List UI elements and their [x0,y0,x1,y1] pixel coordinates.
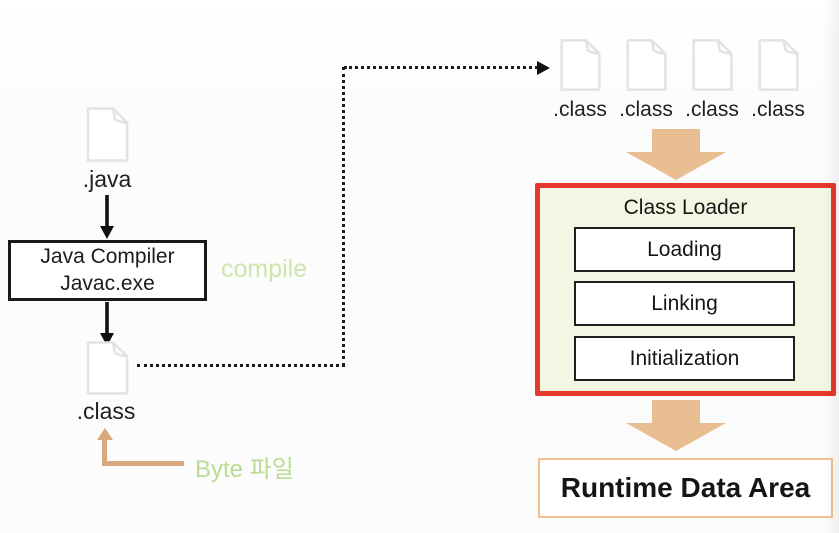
class-file-icon [625,39,667,91]
arrow-down-icon [100,195,114,239]
class-file-item: .class [548,38,612,122]
class-file-icon [86,341,129,395]
class-file-item: .class [614,38,678,122]
compiler-line2: Javac.exe [60,271,155,295]
byte-pointer-segment [102,461,184,466]
class-file-label: .class [76,398,136,424]
class-files-row: .class .class .class .class [548,38,810,122]
class-file-label: .class [553,98,607,121]
class-file-item: .class [680,38,744,122]
dotted-connector-segment [137,364,345,367]
compiler-line1: Java Compiler [40,245,175,269]
loader-step-linking: Linking [574,281,795,326]
runtime-data-area-label: Runtime Data Area [560,472,811,503]
class-loader-panel: Class Loader Loading Linking Initializat… [535,183,836,396]
class-file-label: .class [685,98,739,121]
block-arrow-down-icon [626,129,726,180]
runtime-data-area-box: Runtime Data Area [538,458,833,518]
loader-step-loading: Loading [574,227,795,272]
loader-step-initialization: Initialization [574,336,795,381]
byte-file-label: Byte 파일 [195,456,294,483]
java-file-icon [86,107,129,162]
arrow-up-icon [97,428,113,440]
class-file-icon [691,39,733,91]
class-file-label: .class [751,98,805,121]
class-file-item: .class [746,38,810,122]
dotted-connector-segment [342,67,345,366]
arrow-right-icon [537,61,550,75]
byte-pointer-segment [102,439,107,466]
class-loader-title: Class Loader [623,196,748,219]
compile-label: compile [221,255,308,283]
class-file-icon [757,39,799,91]
class-file-icon [559,39,601,91]
arrow-down-icon [100,302,114,346]
block-arrow-down-icon [626,400,726,451]
java-file-label: .java [82,166,132,192]
class-file-label: .class [619,98,673,121]
java-compiler-box: Java Compiler Javac.exe [8,240,207,301]
dotted-connector-segment [344,66,538,69]
